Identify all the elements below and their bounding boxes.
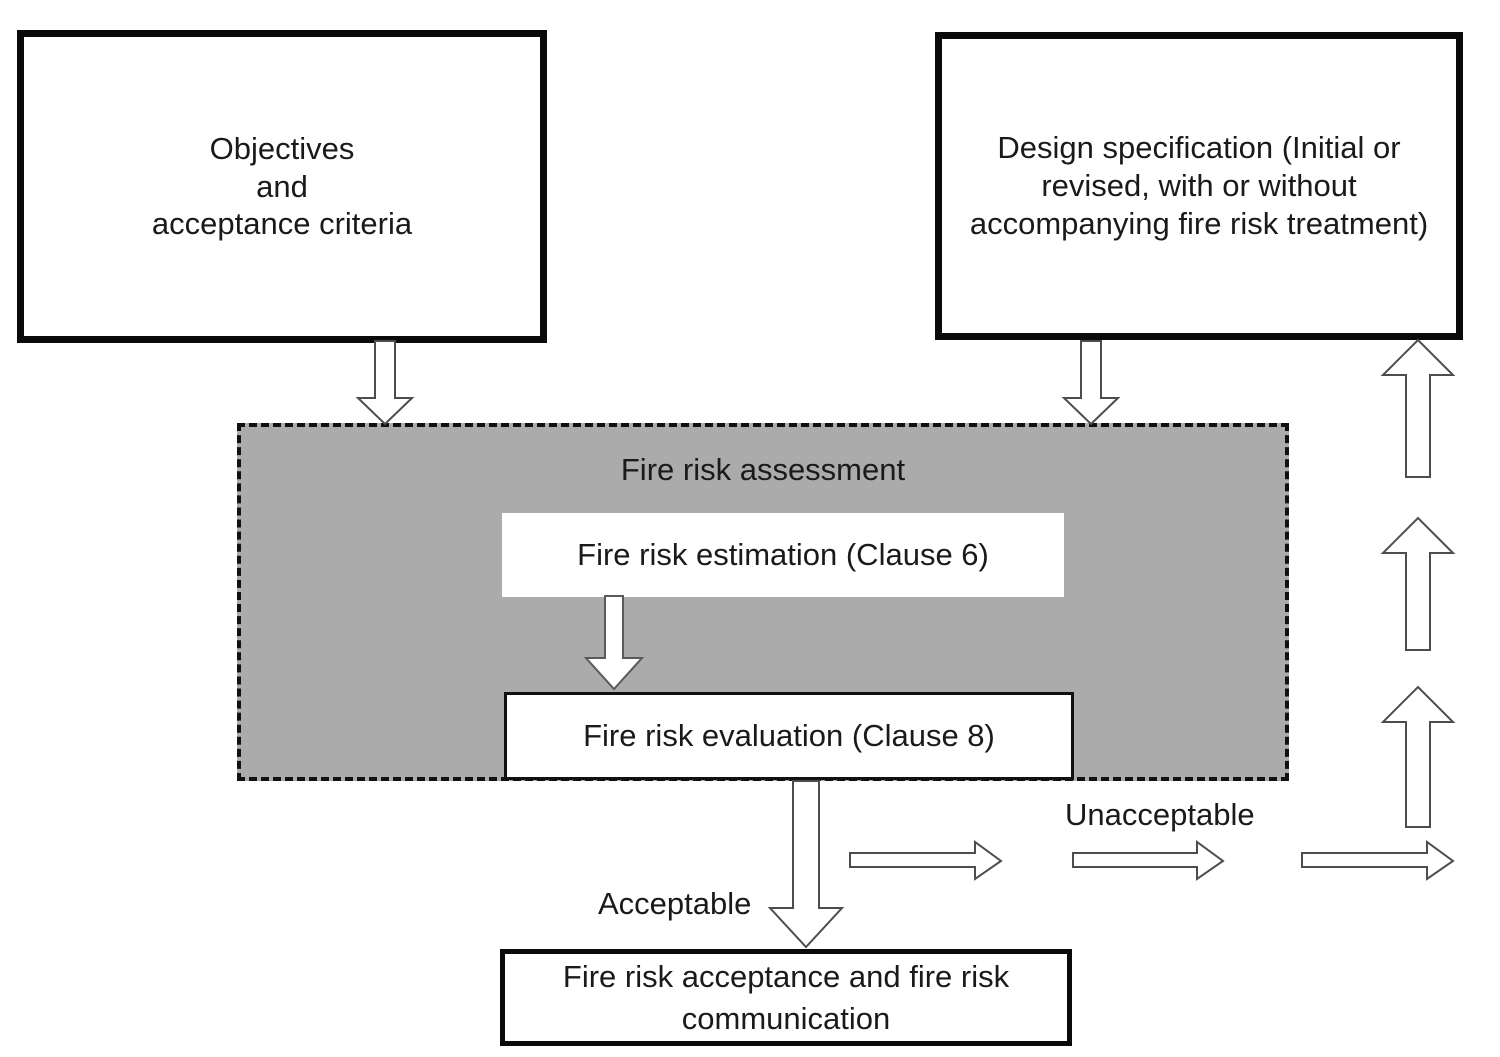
fire-risk-estimation-box: Fire risk estimation (Clause 6): [502, 513, 1064, 597]
unacceptable-right-arrow-1-icon: [849, 840, 1003, 881]
feedback-up-arrow-2-icon: [1380, 516, 1456, 651]
unacceptable-right-arrow-3-icon: [1301, 840, 1455, 881]
fire-risk-evaluation-label: Fire risk evaluation (Clause 8): [583, 718, 995, 753]
design-spec-down-arrow-icon: [1061, 340, 1121, 426]
objectives-down-arrow-icon: [355, 340, 415, 426]
unacceptable-right-arrow-2-icon: [1072, 840, 1225, 881]
objectives-box: Objectives and acceptance criteria: [17, 30, 547, 343]
design-spec-line-1: Design specification (Initial or: [997, 130, 1401, 166]
acceptance-line-2: communication: [681, 1000, 891, 1036]
unacceptable-label: Unacceptable: [1065, 797, 1255, 832]
feedback-up-arrow-1-icon: [1380, 685, 1456, 828]
objectives-line-3: acceptance criteria: [151, 206, 413, 242]
acceptable-down-arrow-icon: [767, 780, 845, 949]
feedback-up-arrow-3-icon: [1380, 338, 1456, 478]
acceptance-line-1: Fire risk acceptance and fire risk: [562, 958, 1010, 994]
objectives-line-2: and: [256, 168, 308, 204]
fire-risk-acceptance-box: Fire risk acceptance and fire risk commu…: [500, 949, 1072, 1046]
objectives-line-1: Objectives: [209, 130, 355, 166]
design-spec-line-2: revised, with or without: [1041, 168, 1357, 204]
design-specification-box: Design specification (Initial or revised…: [935, 32, 1463, 340]
design-spec-line-3: accompanying fire risk treatment): [969, 205, 1429, 241]
fire-risk-evaluation-box: Fire risk evaluation (Clause 8): [504, 692, 1074, 780]
fire-risk-estimation-label: Fire risk estimation (Clause 6): [577, 537, 989, 572]
fire-risk-assessment-title: Fire risk assessment: [620, 452, 906, 487]
acceptable-label: Acceptable: [598, 886, 752, 921]
